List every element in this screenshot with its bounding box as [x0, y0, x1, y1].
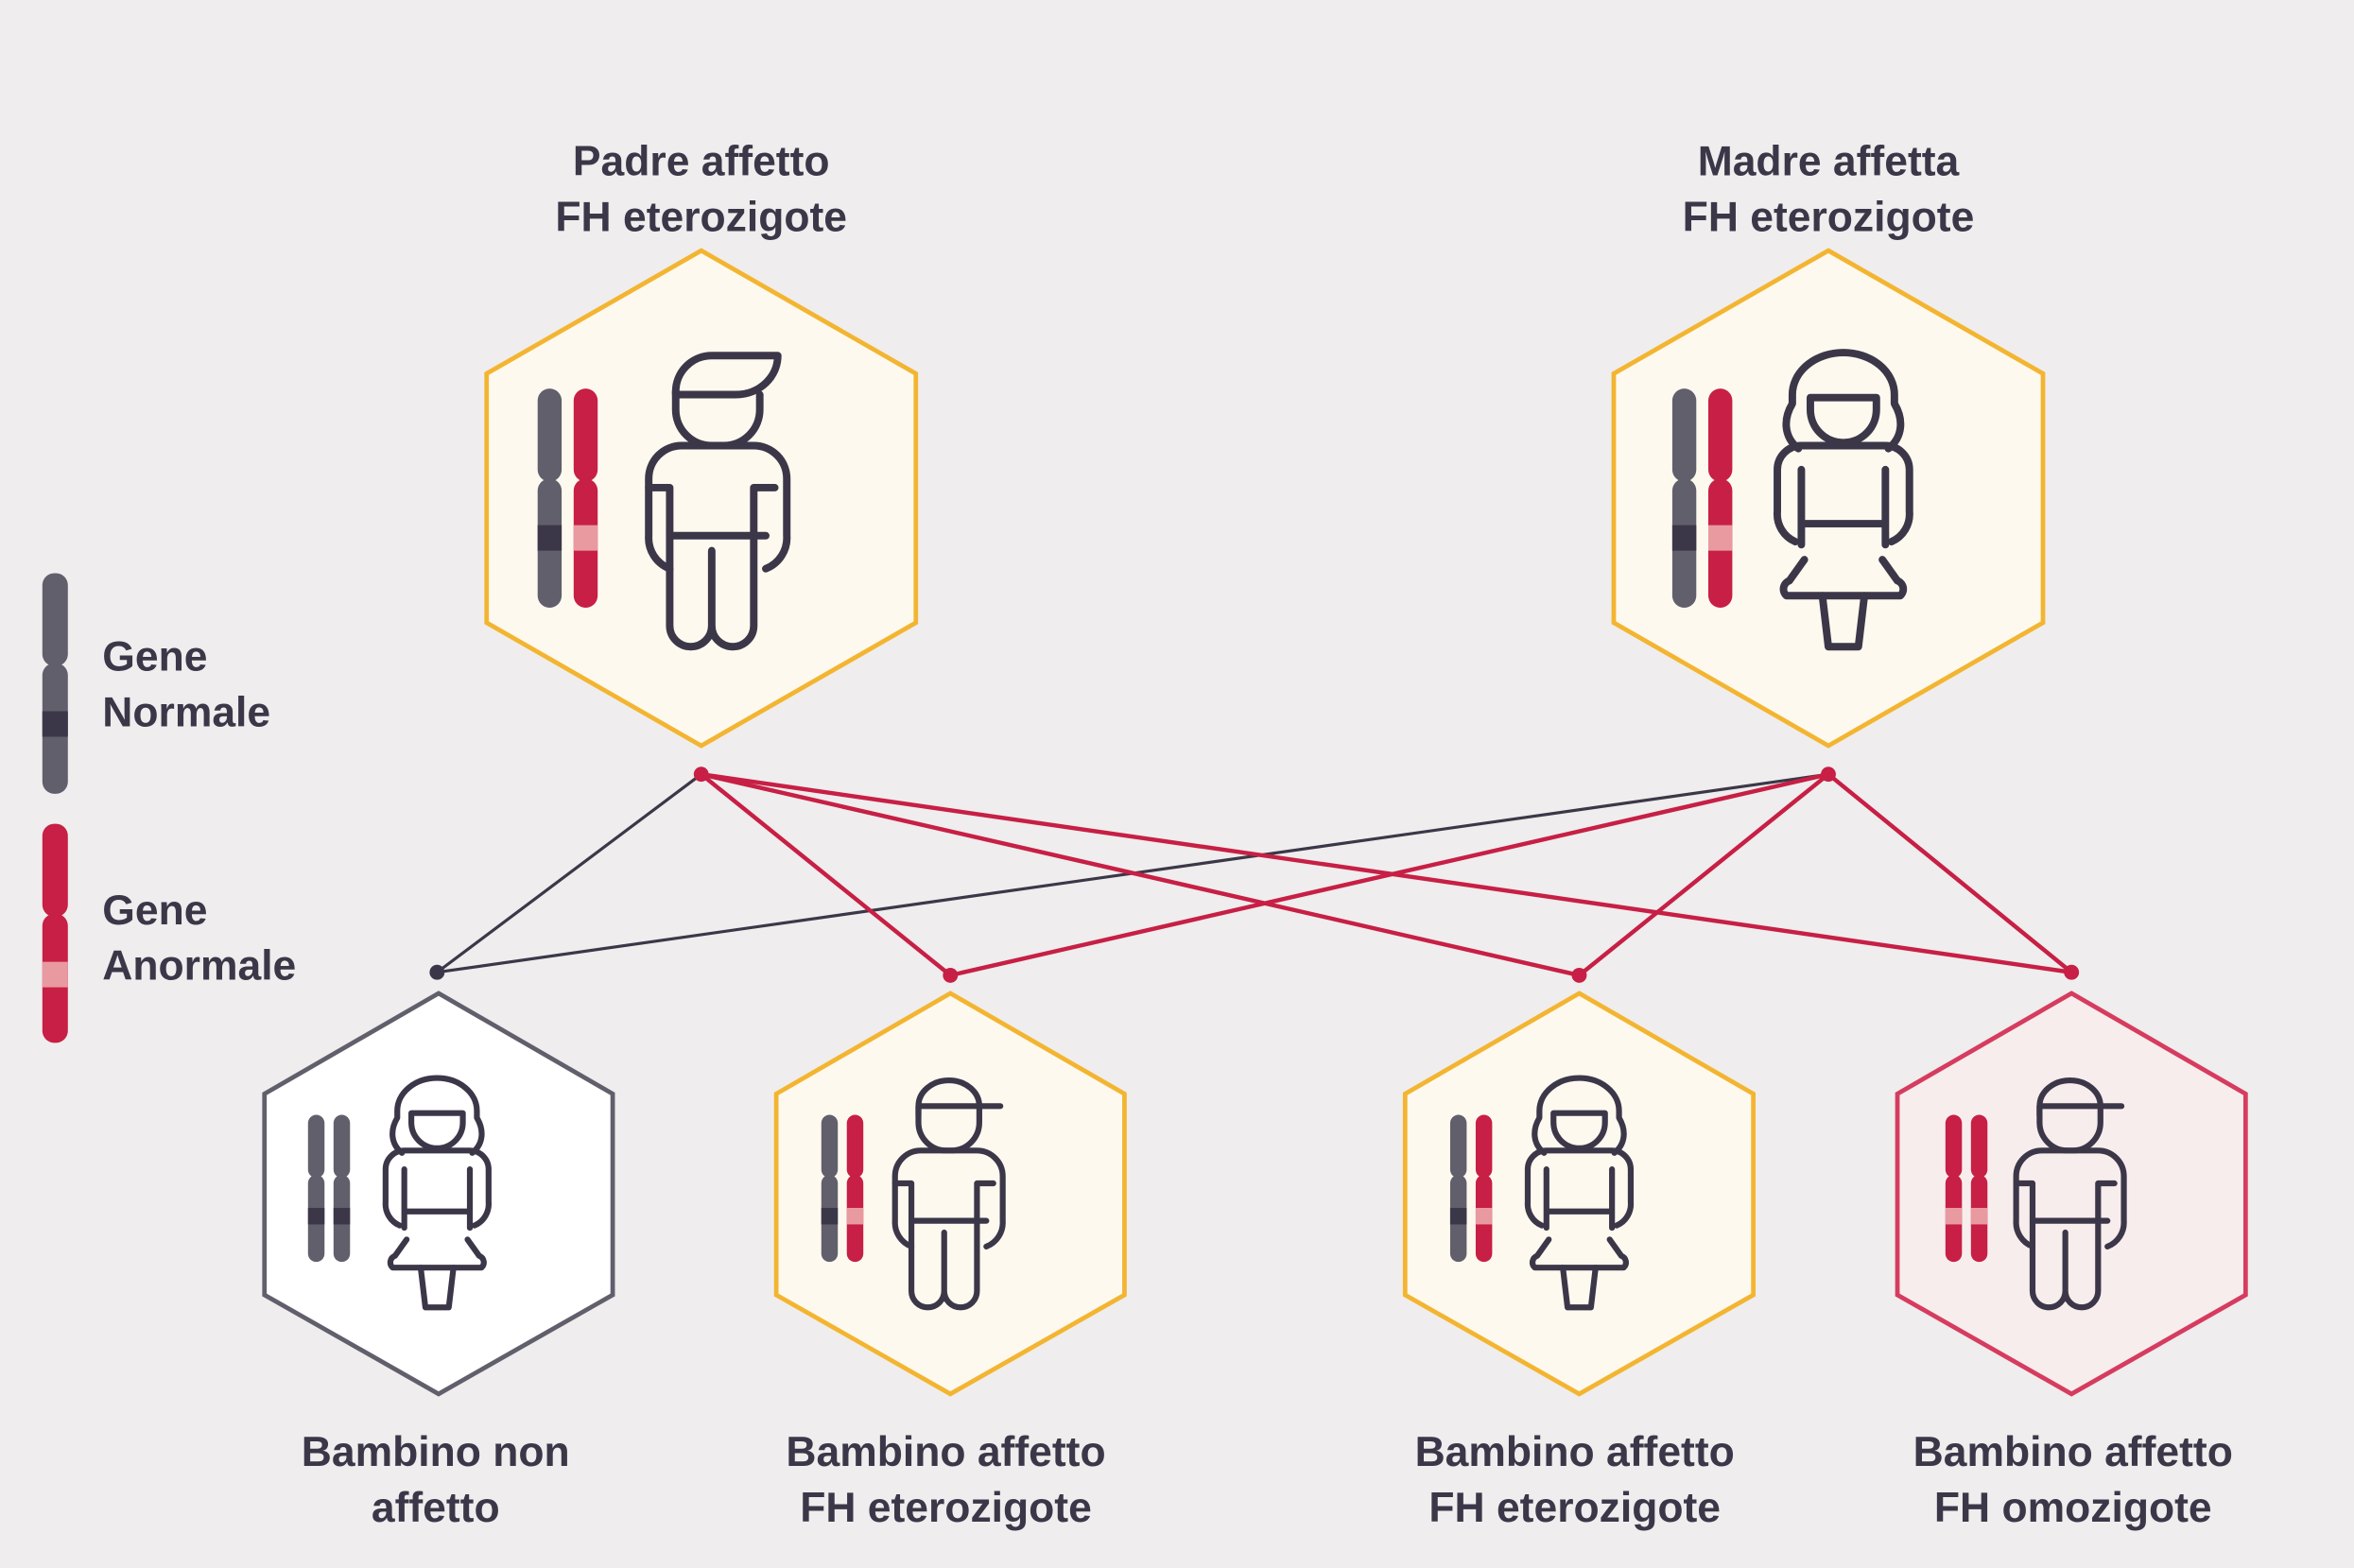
legend-abnormal-line2: Anormale: [102, 943, 296, 990]
chromosome-abnormal-icon: [1970, 1114, 1988, 1263]
line-father-child4: [701, 771, 2072, 974]
father-hexagon: [484, 248, 919, 749]
node-mother: [1821, 767, 1836, 783]
child2-label-line1: Bambino affetto: [786, 1429, 1105, 1475]
line-mother-child4: [1826, 772, 2073, 974]
child2-label-line2: FH eterozigote: [800, 1485, 1092, 1531]
line-father-child3: [701, 772, 1580, 978]
legend: Gene Normale Gene Anormale: [42, 573, 296, 1043]
father-label-line1: Padre affetto: [573, 139, 830, 185]
child-2-heterozygous: Bambino affetto FH eterozigote: [773, 991, 1127, 1531]
chromosome-normal-icon: [1671, 388, 1697, 608]
line-father-child1: [436, 772, 702, 974]
legend-abnormal-chromosome-icon: [42, 823, 68, 1043]
legend-abnormal-line1: Gene: [102, 887, 207, 934]
chromosome-abnormal-icon: [573, 388, 598, 608]
chromosome-normal-icon: [333, 1114, 351, 1263]
chromosome-normal-icon: [821, 1114, 839, 1263]
chromosome-abnormal-icon: [1707, 388, 1733, 608]
chromosome-abnormal-icon: [1475, 1114, 1493, 1263]
mother-label-line2: FH eterozigote: [1683, 194, 1975, 240]
chromosome-abnormal-icon: [1945, 1114, 1963, 1263]
child3-label-line2: FH eterozigote: [1428, 1485, 1721, 1531]
mother-label-line1: Madre affetta: [1698, 139, 1960, 185]
node-child1: [429, 964, 445, 980]
child1-label-line1: Bambino non: [302, 1429, 570, 1475]
child4-label-line2: FH omozigote: [1934, 1485, 2212, 1531]
node-child4: [2064, 964, 2080, 980]
legend-normal-line2: Normale: [102, 689, 270, 735]
chromosome-abnormal-icon: [846, 1114, 864, 1263]
inheritance-lines: [429, 767, 2080, 983]
parent-father: Padre affetto FH eterozigote: [484, 139, 919, 749]
line-father-child2: [700, 772, 952, 977]
parent-mother: Madre affetta FH eterozigote: [1611, 139, 2046, 749]
child1-label-line2: affetto: [372, 1485, 500, 1531]
line-mother-child3: [1578, 772, 1830, 977]
node-child2: [943, 967, 959, 983]
child-3-heterozygous: Bambino affetto FH eterozigote: [1402, 991, 1757, 1531]
child1-hexagon: [262, 991, 615, 1397]
node-father: [693, 767, 709, 783]
child3-hexagon: [1402, 991, 1757, 1397]
child-4-homozygous: Bambino affetto FH omozigote: [1895, 991, 2248, 1531]
chromosome-normal-icon: [537, 388, 563, 608]
chromosome-normal-icon: [1449, 1114, 1467, 1263]
child4-hexagon: [1895, 991, 2248, 1397]
legend-normal-chromosome-icon: [42, 573, 68, 794]
mother-hexagon: [1611, 248, 2046, 749]
child4-label-line1: Bambino affetto: [1913, 1429, 2233, 1475]
child-1-unaffected: Bambino non affetto: [262, 991, 615, 1531]
node-child3: [1571, 967, 1587, 983]
chromosome-normal-icon: [307, 1114, 325, 1263]
child2-hexagon: [773, 991, 1127, 1397]
father-label-line2: FH eterozigote: [555, 194, 847, 240]
legend-normal-line1: Gene: [102, 634, 207, 681]
child3-label-line1: Bambino affetto: [1415, 1429, 1735, 1475]
